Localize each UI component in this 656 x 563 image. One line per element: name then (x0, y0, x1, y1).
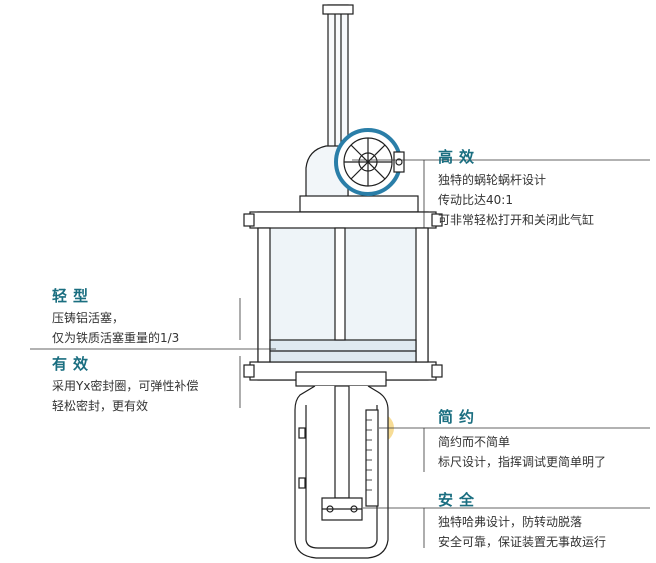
callout-title-simple: 简约 (438, 408, 481, 426)
scale-ruler (365, 409, 379, 507)
callout-line: 轻松密封，更有效 (52, 399, 149, 413)
callout-line: 可非常轻松打开和关闭此气缸 (438, 213, 595, 227)
callout-line: 传动比达40:1 (438, 193, 513, 207)
callout-desc-simple: 简约而不简单 标尺设计，指挥调试更简单明了 (438, 432, 606, 472)
callout-line: 独特哈弗设计，防转动脱落 (438, 515, 583, 529)
callout-title-high-efficiency: 高效 (438, 148, 481, 166)
callout-title-effective: 有效 (52, 355, 95, 373)
callout-title-lightweight: 轻型 (52, 287, 95, 305)
callout-line: 压铸铝活塞， (52, 311, 125, 325)
callout-line: 独特的蜗轮蜗杆设计 (438, 173, 547, 187)
callout-desc-lightweight: 压铸铝活塞， 仅为铁质活塞重量的1/3 (52, 308, 179, 348)
callout-line: 标尺设计，指挥调试更简单明了 (438, 455, 607, 469)
callout-desc-safe: 独特哈弗设计，防转动脱落 安全可靠，保证装置无事故运行 (438, 512, 606, 552)
callout-line: 采用Yx密封圈，可弹性补偿 (52, 379, 199, 393)
callout-title-safe: 安全 (438, 491, 481, 509)
callout-desc-high-efficiency: 独特的蜗轮蜗杆设计 传动比达40:1 可非常轻松打开和关闭此气缸 (438, 170, 594, 230)
handwheel (334, 128, 405, 196)
callout-line: 仅为铁质活塞重量的1/3 (52, 331, 180, 345)
callout-desc-effective: 采用Yx密封圈，可弹性补偿 轻松密封，更有效 (52, 376, 198, 416)
callout-line: 安全可靠，保证装置无事故运行 (438, 535, 607, 549)
callout-line: 简约而不简单 (438, 435, 511, 449)
